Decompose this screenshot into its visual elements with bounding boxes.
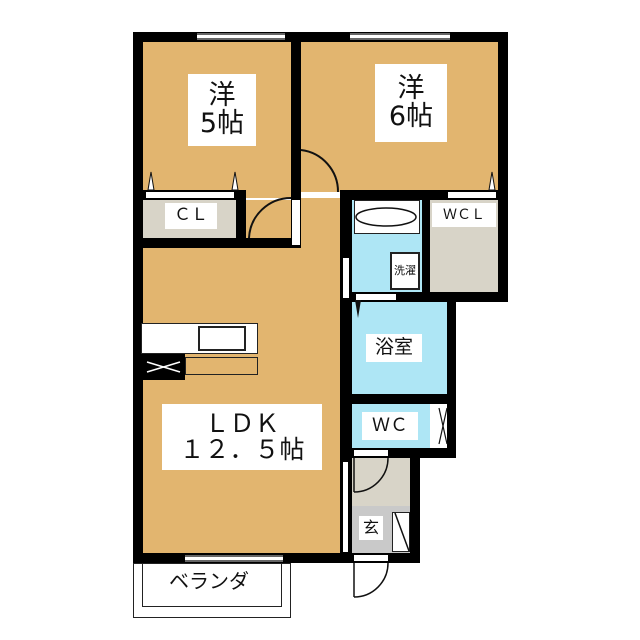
wall-closet-bottom [133,238,301,248]
room-western-6-label: 洋 6帖 [375,64,447,142]
ldk-type: ＬＤＫ [204,408,280,438]
washroom-door-opening[interactable] [343,258,349,298]
bathroom-label: 浴室 [366,334,422,362]
wall-wc-bottom [340,448,456,458]
closet-door-opening[interactable] [146,192,234,198]
wall-bath-right [447,292,456,458]
window-room1 [197,33,285,40]
hall-opening [343,462,348,552]
kitchen-sink [198,326,246,351]
wall-wcl-left [422,190,430,302]
wcl-door-opening[interactable] [448,192,496,198]
room2-door-opening[interactable] [301,192,338,198]
bath-door-opening[interactable] [356,294,396,300]
room-ldk [143,248,340,553]
room-western-5-type: 洋 [208,79,236,111]
kitchen-cabinet [185,357,258,375]
wall-closet-right [236,198,246,248]
ldk-size: １２．５帖 [179,435,305,464]
window-room2 [350,33,450,40]
wall-left [133,32,143,563]
wall-right-upper [498,32,508,302]
wall-entry-right [410,448,420,563]
walk-in-closet-label: ＷＣＬ [432,203,496,227]
room-storage-entry [352,458,410,506]
entrance-door-opening[interactable] [354,555,388,561]
balcony-outer [133,563,291,618]
entrance-label: 玄 [359,516,383,540]
wall-top [133,32,508,42]
hall-floor-2 [301,198,340,258]
window-ldk [185,555,283,562]
wall-bath-bottom [340,394,456,404]
room-western-6-size: 6帖 [388,101,434,132]
wall-wcl-bottom [340,292,508,302]
ldk-label: ＬＤＫ １２．５帖 [162,404,322,470]
wall-room-divider [291,32,301,247]
room-western-5-label: 洋 5帖 [188,74,256,146]
storage-door-opening[interactable] [354,450,388,456]
room-western-5-size: 5帖 [199,108,245,139]
closet-label: ＣＬ [165,203,217,229]
balcony-label: ベランダ [169,568,249,593]
toilet-label: ＷＣ [362,412,418,440]
room1-door-opening[interactable] [292,200,300,245]
room-western-6-type: 洋 [397,72,425,104]
balcony-inner [142,563,282,607]
laundry-label: 洗濯 [393,256,417,286]
